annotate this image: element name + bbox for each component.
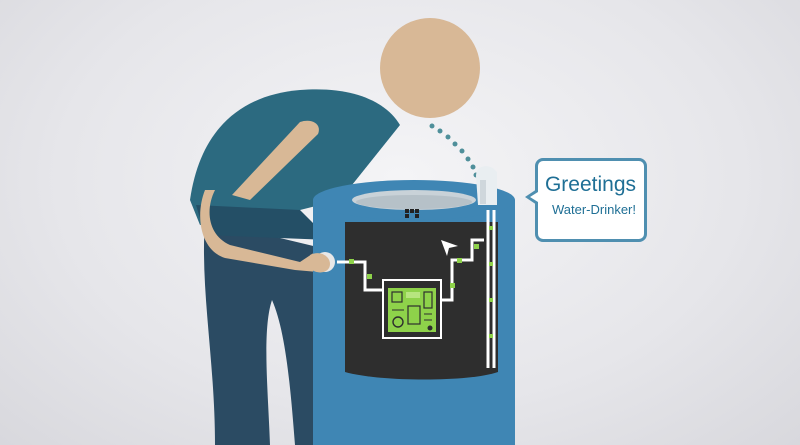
fountain-pipes [337, 210, 496, 368]
greeting-subtext: Water-Drinker! [551, 202, 636, 217]
paper-plane-icon [441, 240, 458, 256]
person-legs [203, 220, 330, 445]
person-head [380, 18, 480, 118]
water-stream [429, 123, 479, 178]
water-fountain [310, 166, 515, 445]
person-hand [310, 253, 330, 273]
flow-markers [349, 226, 493, 338]
speech-bubble: Greetings Water-Drinker! [525, 158, 647, 242]
drain-icon [405, 209, 419, 218]
greeting-text: Greetings [544, 173, 636, 196]
circuit-board-icon [382, 279, 442, 339]
person-arm [200, 120, 319, 272]
